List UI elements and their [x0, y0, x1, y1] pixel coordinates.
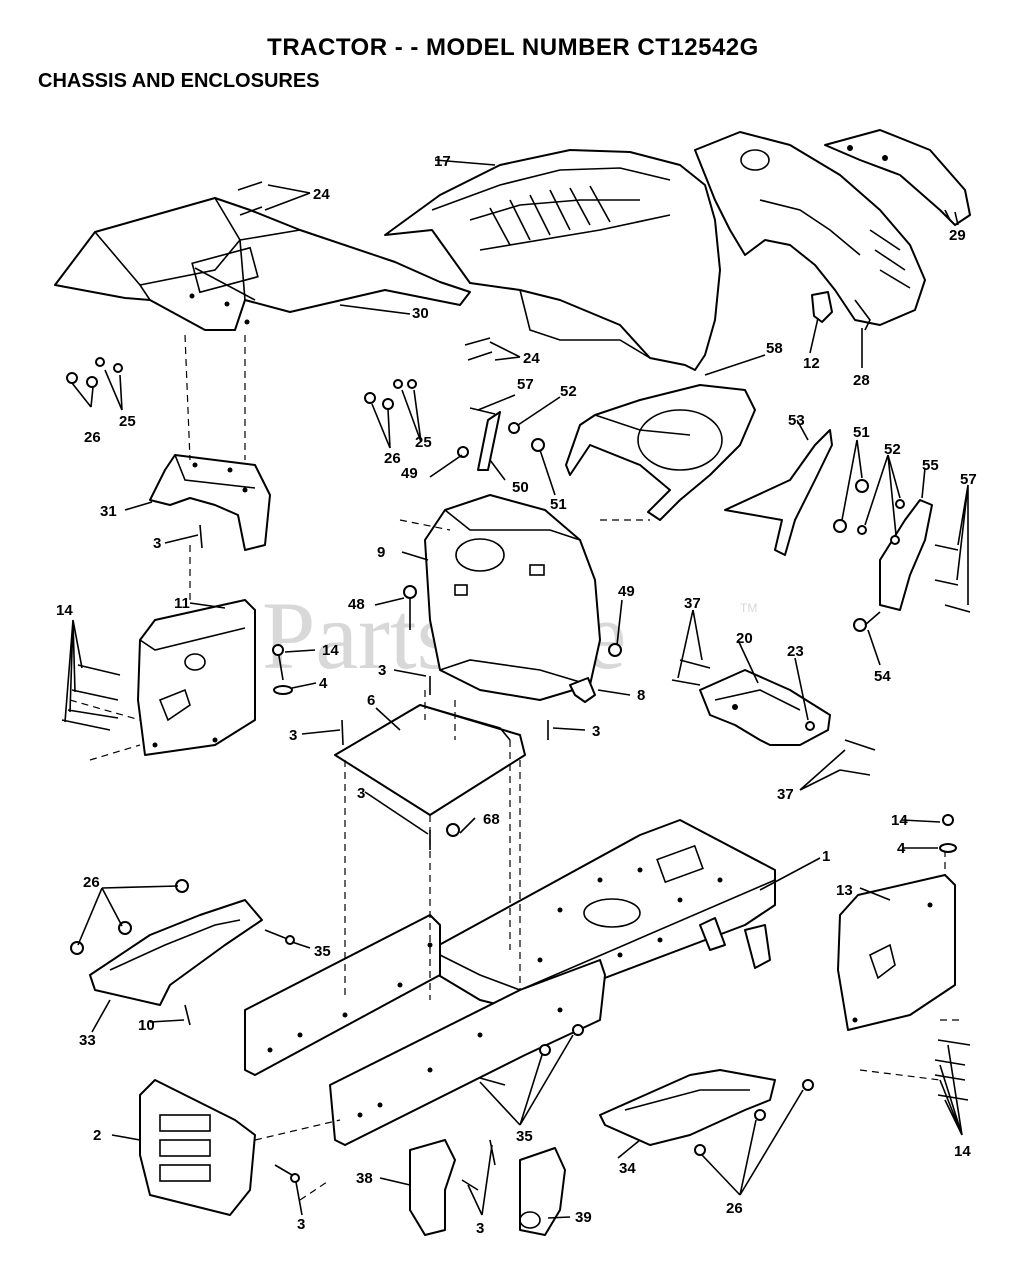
- section-subtitle: CHASSIS AND ENCLOSURES: [38, 70, 320, 92]
- callout-38: 38: [356, 1170, 373, 1187]
- callout-50: 50: [512, 479, 529, 496]
- callout-26: 26: [726, 1200, 743, 1217]
- callout-33: 33: [79, 1032, 96, 1049]
- callout-4: 4: [319, 675, 328, 692]
- callout-37: 37: [684, 595, 701, 612]
- callout-20: 20: [736, 630, 753, 647]
- part-28-grille-body: [694, 131, 926, 331]
- fasteners: [61, 181, 971, 1191]
- part-1-main-frame: [429, 819, 776, 1011]
- callout-31: 31: [100, 503, 117, 520]
- part-55-bracket: [879, 499, 933, 611]
- callout-14: 14: [891, 812, 908, 829]
- callout-37: 37: [777, 786, 794, 803]
- callout-3: 3: [592, 723, 600, 740]
- callout-10: 10: [138, 1017, 155, 1034]
- callout-24: 24: [523, 350, 540, 367]
- callout-29: 29: [949, 227, 966, 244]
- alignment-lines: [69, 334, 960, 1201]
- part-33-left-footrest: [89, 899, 263, 1006]
- page-title: TRACTOR - - MODEL NUMBER CT12542G: [267, 34, 759, 61]
- part-20-bracket: [699, 669, 831, 746]
- callout-13: 13: [836, 882, 853, 899]
- callout-14: 14: [322, 642, 339, 659]
- callout-53: 53: [788, 412, 805, 429]
- part-30-rear-fender: [54, 197, 471, 331]
- callout-1: 1: [822, 848, 830, 865]
- callout-17: 17: [434, 153, 451, 170]
- part-58-dash-shield: [565, 384, 756, 521]
- callout-28: 28: [853, 372, 870, 389]
- callout-3: 3: [297, 1216, 305, 1233]
- part-12-clip: [811, 291, 833, 323]
- callout-34: 34: [619, 1160, 636, 1177]
- part-38-bracket: [409, 1139, 456, 1236]
- callout-4: 4: [897, 840, 906, 857]
- callout-2: 2: [93, 1127, 101, 1144]
- callout-51: 51: [853, 424, 870, 441]
- callout-49: 49: [618, 583, 635, 600]
- callout-3: 3: [476, 1220, 484, 1237]
- callout-57: 57: [517, 376, 534, 393]
- callout-68: 68: [483, 811, 500, 828]
- part-9-dash-panel: [424, 494, 601, 701]
- callout-3: 3: [153, 535, 161, 552]
- callout-3: 3: [378, 662, 386, 679]
- part-31-bracket: [149, 454, 271, 551]
- part-17-hood: [384, 149, 721, 371]
- callout-52: 52: [884, 441, 901, 458]
- part-34-right-footrest: [599, 1069, 776, 1146]
- callout-25: 25: [119, 413, 136, 430]
- callout-26: 26: [384, 450, 401, 467]
- part-13-right-plate: [837, 874, 956, 1031]
- callout-6: 6: [367, 692, 375, 709]
- callout-8: 8: [637, 687, 645, 704]
- callout-3: 3: [289, 727, 297, 744]
- callout-57: 57: [960, 471, 977, 488]
- part-53-bracket: [724, 429, 833, 556]
- watermark-tm: TM: [740, 601, 757, 615]
- callout-labels: 24 30 24 17 29 12 28 58 25 26 25 26 57 5…: [56, 153, 977, 1237]
- part-11-left-plate: [137, 599, 256, 756]
- callout-55: 55: [922, 457, 939, 474]
- callout-24: 24: [313, 186, 330, 203]
- callout-58: 58: [766, 340, 783, 357]
- callout-35: 35: [516, 1128, 533, 1145]
- callout-48: 48: [348, 596, 365, 613]
- part-6-plate: [334, 704, 526, 816]
- callout-14: 14: [954, 1143, 971, 1160]
- callout-3: 3: [357, 785, 365, 802]
- callout-51: 51: [550, 496, 567, 513]
- part-8-clamp: [569, 677, 596, 703]
- part-29-grille-cap: [824, 129, 971, 226]
- callout-12: 12: [803, 355, 820, 372]
- callout-14: 14: [56, 602, 73, 619]
- callout-26: 26: [84, 429, 101, 446]
- callout-39: 39: [575, 1209, 592, 1226]
- callout-30: 30: [412, 305, 429, 322]
- callout-49: 49: [401, 465, 418, 482]
- part-1-right-rail: [329, 959, 606, 1146]
- callout-52: 52: [560, 383, 577, 400]
- callout-25: 25: [415, 434, 432, 451]
- part-39-bracket: [519, 1147, 566, 1236]
- callout-11: 11: [174, 595, 190, 612]
- callout-26: 26: [83, 874, 100, 891]
- callout-54: 54: [874, 668, 891, 685]
- part-2-front-bracket: [139, 1079, 256, 1216]
- callout-9: 9: [377, 544, 385, 561]
- callout-35: 35: [314, 943, 331, 960]
- leader-lines: [64, 159, 969, 1219]
- callout-23: 23: [787, 643, 804, 660]
